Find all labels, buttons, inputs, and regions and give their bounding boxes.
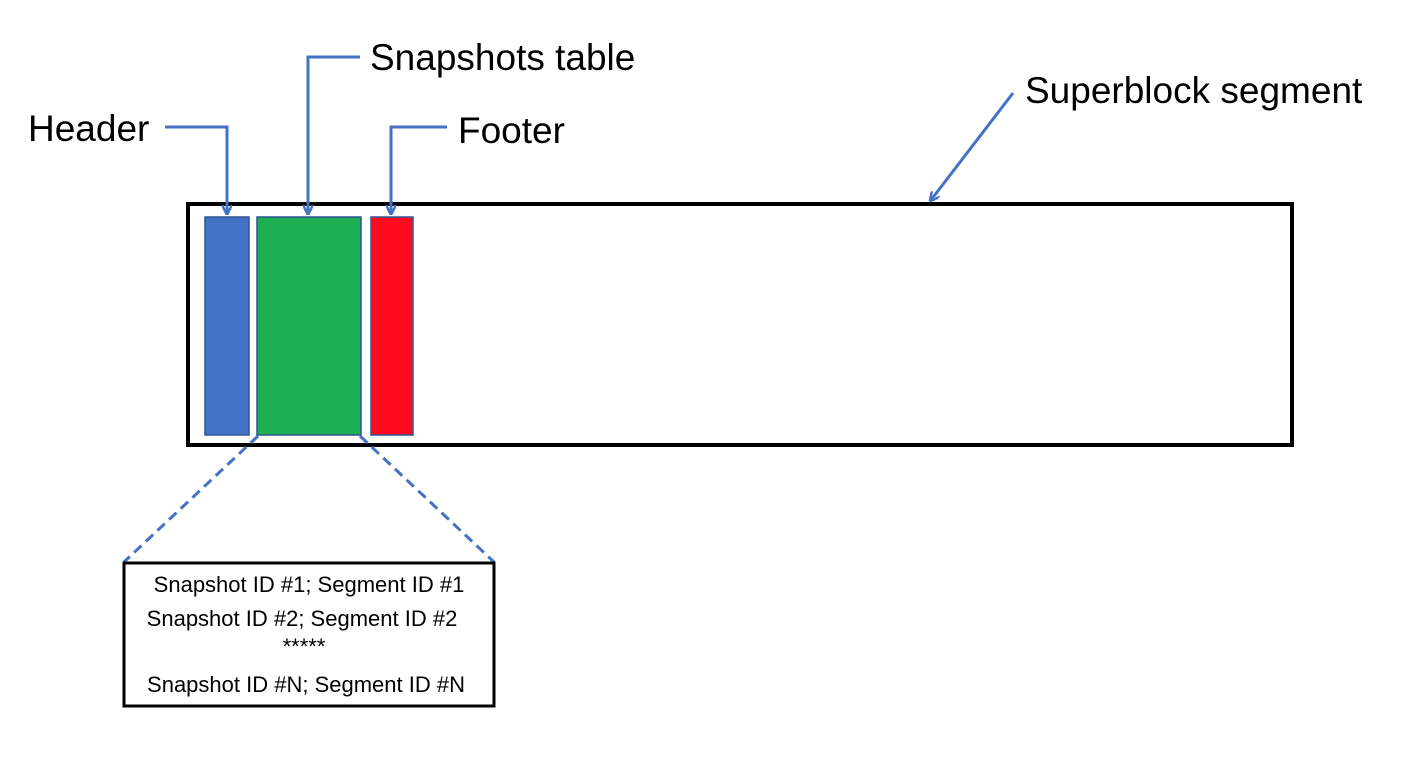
superblock-segment-arrow xyxy=(931,92,1015,200)
snapshot-row-n: Snapshot ID #N; Segment ID #N xyxy=(147,672,465,697)
superblock-segment-label: Superblock segment xyxy=(1025,70,1363,111)
snapshot-row-1: Snapshot ID #1; Segment ID #1 xyxy=(154,572,465,597)
header-label: Header xyxy=(28,108,149,149)
zoom-line-left xyxy=(122,434,260,564)
snapshots-table-block xyxy=(256,216,362,436)
footer-arrow xyxy=(391,125,447,213)
header-arrow xyxy=(165,125,227,213)
snapshots-table-arrow xyxy=(308,55,360,213)
snapshots-table-label: Snapshots table xyxy=(370,37,635,78)
footer-label: Footer xyxy=(458,110,565,151)
zoom-line-right xyxy=(358,434,496,564)
snapshot-table-detail-box xyxy=(122,561,496,708)
snapshot-row-2: Snapshot ID #2; Segment ID #2 xyxy=(147,606,458,631)
footer-block xyxy=(370,216,414,436)
snapshot-row-ellipsis: ***** xyxy=(283,634,326,659)
header-block xyxy=(204,216,250,436)
